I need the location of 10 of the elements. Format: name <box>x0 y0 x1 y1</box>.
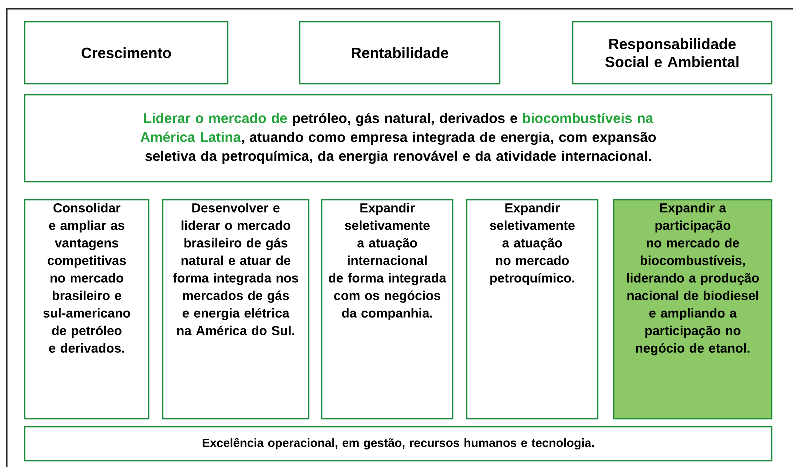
foundation-box: Excelência operacional, em gestão, recursos humanos e tecnologia. <box>24 426 773 462</box>
strategy-box: Expandir seletivamente a atuação internacional de forma integrada com os negócios da companhia. <box>321 199 454 420</box>
value-box: Responsabilidade Social e Ambiental <box>572 21 773 85</box>
strategy-box: Desenvolver e liderar o mercado brasileiro de gás natural e atuar de forma integrada nos mercados de gás e energia elétrica na América do Sul. <box>162 199 310 420</box>
value-box: Crescimento <box>24 21 229 85</box>
strategy-box: Expandir seletivamente a atuação no mercado petroquímico. <box>466 199 599 420</box>
mission-box: Liderar o mercado de petróleo, gás natural, derivados e biocombustíveis na América Latina, atuando como empresa integrada de energia, com expansão seletiva da petroquímica, da energia renovável e da atividade internacional. <box>24 94 773 183</box>
strategy-box: Expandir a participação no mercado de biocombustíveis, liderando a produção nacional de biodiesel e ampliando a participação no negócio de etanol. <box>613 199 773 420</box>
value-box: Rentabilidade <box>299 21 501 85</box>
strategy-box: Consolidar e ampliar as vantagens competitivas no mercado brasileiro e sul-americano de petróleo e derivados. <box>24 199 150 420</box>
